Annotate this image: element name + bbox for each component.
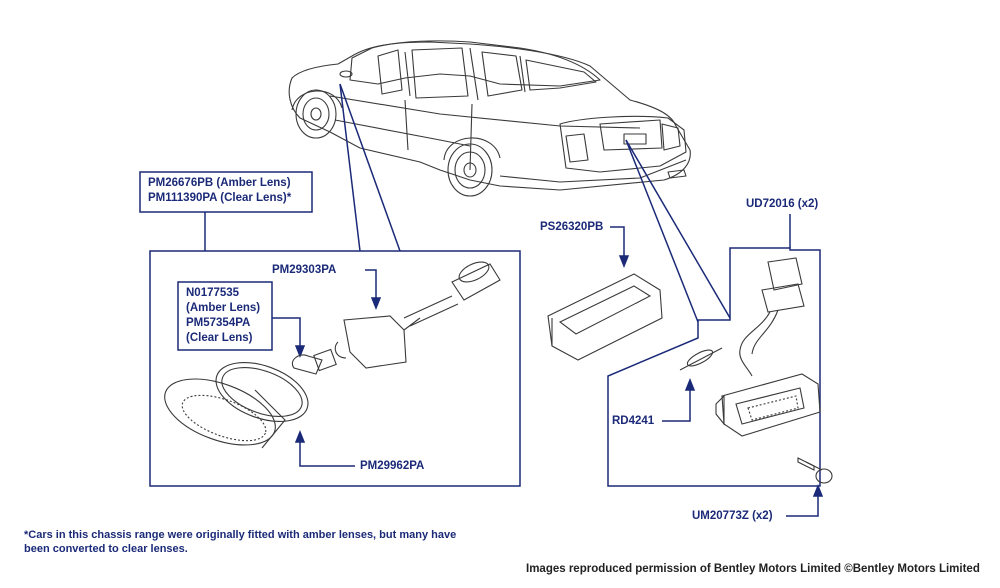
side-repeater-label-box (139, 171, 313, 213)
plate-lamp-lens-label: PS26320PB (540, 221, 604, 233)
connector-label: UD72016 (x2) (746, 198, 819, 210)
leader-lines (139, 83, 824, 517)
side-repeater-box (149, 250, 521, 487)
side-repeater-label: PM26676PB (Amber Lens) PM111390PA (Clear… (148, 176, 291, 206)
plate-lamp-parts (679, 257, 833, 484)
copyright-credit: Images reproduced permission of Bentley … (526, 563, 980, 575)
screw-label: UM20773Z (x2) (692, 510, 773, 522)
festoon-bulb-label: RD4241 (612, 415, 655, 427)
bulb-clear-note: (Clear Lens) (186, 332, 253, 344)
chassis-footnote: *Cars in this chassis range were origina… (24, 528, 456, 556)
footnote-line-1: *Cars in this chassis range were origina… (24, 529, 457, 541)
holder-label: PM29303PA (272, 264, 337, 276)
plate-lamp-lens (547, 273, 663, 361)
side-repeater-clear-part: PM111390PA (Clear Lens)* (148, 192, 292, 204)
side-repeater-parts (164, 261, 501, 449)
gasket-label: PM29962PA (360, 460, 425, 472)
bulb-label-box (177, 281, 273, 351)
car-illustration (288, 40, 691, 197)
bulb-label: N0177535 (Amber Lens) PM57354PA (Clear L… (186, 286, 260, 346)
bulb-amber-part: N0177535 (186, 287, 240, 299)
footnote-line-2: been converted to clear lenses. (24, 543, 188, 555)
number-plate-lamp-box (607, 247, 821, 487)
side-repeater-amber-part: PM26676PB (Amber Lens) (148, 177, 291, 189)
bulb-amber-note: (Amber Lens) (186, 302, 261, 314)
bulb-clear-part: PM57354PA (186, 317, 251, 329)
